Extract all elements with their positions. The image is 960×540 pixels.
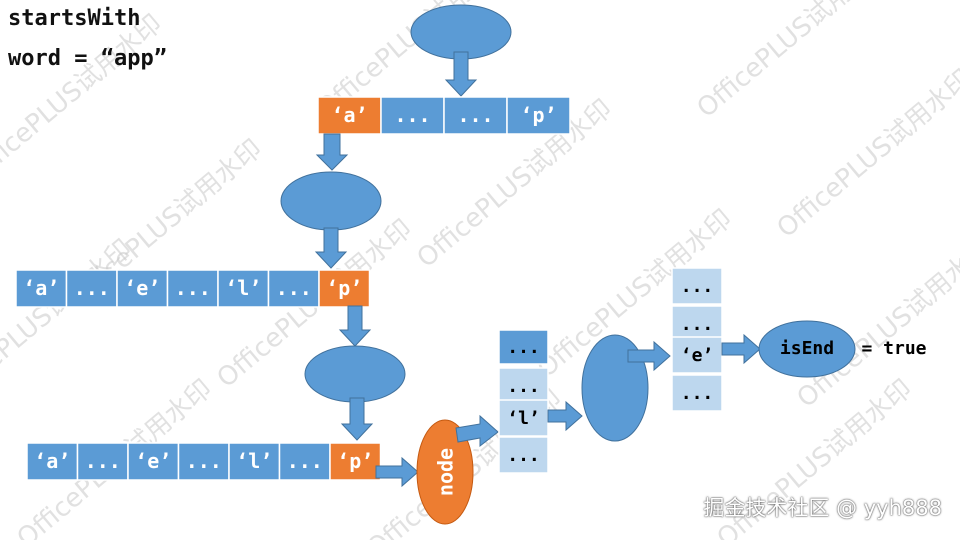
- row2-cell: [217, 269, 270, 308]
- watermark-text: OfficePLUS试用水印: [0, 234, 138, 414]
- col2-cell: [671, 267, 723, 305]
- row2-cell-label: ...: [276, 276, 312, 300]
- watermark-text: OfficePLUS试用水印: [692, 0, 898, 124]
- trie-node-p-ellipse: [304, 345, 406, 403]
- arrow-right-icon: [455, 414, 499, 448]
- watermark-text: OfficePLUS试用水印: [772, 64, 960, 244]
- arrow-down-icon: [315, 133, 349, 171]
- row3-cell-label: ‘a’: [34, 449, 70, 473]
- row1-cell-label: ...: [457, 103, 493, 127]
- row3-cell-label: ...: [85, 449, 121, 473]
- current-node-ellipse: [416, 419, 474, 525]
- children-array-level-5: ...... ‘e’...: [671, 267, 723, 412]
- col1-cell: [498, 367, 549, 405]
- row1-cell-label: ‘a’: [331, 103, 367, 127]
- watermark-text: OfficePLUS试用水印: [0, 9, 168, 189]
- col1-cell: [498, 436, 549, 474]
- row2-cell-label: ‘e’: [124, 276, 160, 300]
- row3-cell-label: ‘l’: [236, 449, 272, 473]
- isend-label: isEnd: [780, 338, 834, 359]
- children-array-level-4: ...... ‘l’...: [498, 329, 549, 474]
- col1-cell-label: ...: [507, 376, 540, 397]
- row3-cell: [228, 442, 281, 481]
- children-array-level-1: ‘a’...... ‘p’: [317, 96, 571, 135]
- col2-cell-label: ...: [681, 314, 714, 335]
- row1-cell: [443, 96, 508, 135]
- row3-cell: [76, 442, 129, 481]
- isend-value: = true: [861, 338, 926, 359]
- row3-cell: [177, 442, 230, 481]
- row2-cell-label: ...: [74, 276, 110, 300]
- row2-cell-label: ...: [175, 276, 211, 300]
- row2-cell-label: ‘p’: [326, 276, 362, 300]
- col2-cell: [671, 305, 723, 343]
- col1-cell-label: ‘l’: [507, 408, 540, 429]
- row2-cell-label: ‘l’: [225, 276, 261, 300]
- row2-cell: [318, 269, 371, 308]
- children-array-level-2: ‘a’... ‘e’... ‘l’... ‘p’: [15, 269, 371, 308]
- root-node-ellipse: [410, 4, 512, 60]
- arrow-right-icon: [627, 340, 671, 372]
- col1-cell-label: ...: [507, 445, 540, 466]
- row2-cell: [267, 269, 320, 308]
- trie-node-a-ellipse: [280, 171, 382, 231]
- arrow-down-icon: [444, 51, 478, 97]
- arrow-right-icon: [721, 333, 761, 365]
- arrow-down-icon: [338, 305, 372, 347]
- end-node-ellipse: [758, 320, 856, 378]
- row1-cell: [317, 96, 382, 135]
- col1-top-cell: [498, 329, 549, 365]
- row3-cell-label: ‘p’: [337, 449, 373, 473]
- arrow-right-icon: [547, 400, 583, 432]
- arrow-down-icon: [340, 397, 374, 441]
- row1-cell-label: ...: [394, 103, 430, 127]
- row1-cell: [380, 96, 445, 135]
- row3-cell-label: ...: [186, 449, 222, 473]
- node-label: node: [434, 448, 458, 496]
- word-definition: word = “app”: [8, 46, 167, 71]
- col2-cell: [671, 374, 723, 412]
- row1-cell-label: ‘p’: [520, 103, 556, 127]
- col2-cell-label: ‘e’: [681, 345, 714, 366]
- col2-cell: [671, 336, 723, 374]
- col1-top-cell-label: ...: [507, 337, 540, 358]
- row3-cell: [329, 442, 382, 481]
- arrow-down-icon: [314, 227, 348, 269]
- row3-cell-label: ...: [287, 449, 323, 473]
- method-name: startsWith: [8, 6, 141, 31]
- col2-cell-label: ...: [681, 276, 714, 297]
- row2-cell-label: ‘a’: [23, 276, 59, 300]
- col2-cell-label: ...: [681, 383, 714, 404]
- row3-cell-label: ‘e’: [135, 449, 171, 473]
- children-array-level-3: ‘a’... ‘e’... ‘l’... ‘p’: [26, 442, 382, 481]
- credit-text: 掘金技术社区 @ yyh888: [703, 496, 942, 520]
- arrow-right-icon: [375, 456, 419, 488]
- row3-cell: [26, 442, 79, 481]
- row1-cell: [506, 96, 571, 135]
